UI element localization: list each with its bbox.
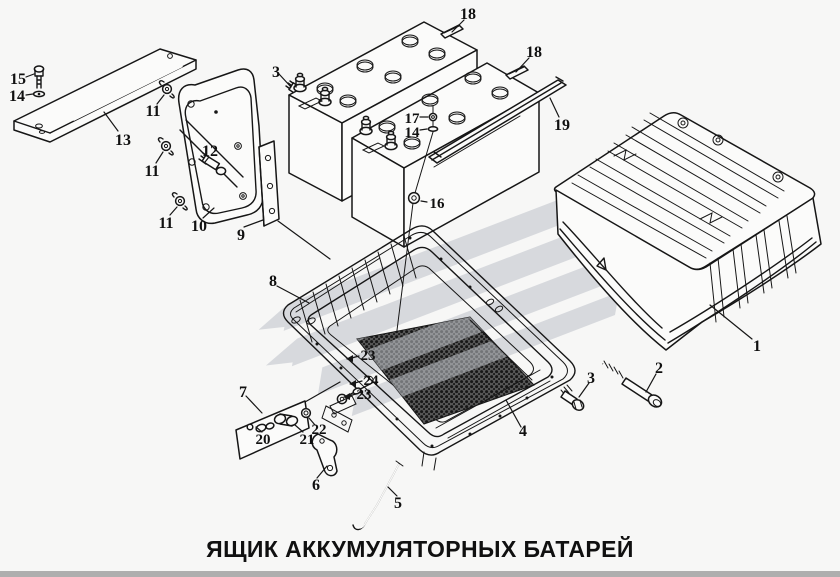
- callout-8: 8: [269, 273, 277, 290]
- callout-23b: 23: [357, 387, 372, 403]
- callout-11b: 11: [144, 163, 159, 180]
- callout-14b: 14: [405, 125, 421, 141]
- callout-21: 21: [300, 432, 315, 448]
- callout-4: 4: [519, 423, 527, 440]
- battery-caps: [378, 71, 509, 150]
- callout-7: 7: [239, 384, 247, 401]
- wing-nut-11-top: [158, 80, 175, 99]
- callout-18b: 18: [526, 44, 542, 61]
- tray-keeper-drawing: [321, 405, 437, 471]
- callout-13: 13: [115, 132, 131, 149]
- battery-18-front-drawing: [351, 62, 540, 248]
- callout-16: 16: [430, 196, 446, 212]
- cover-1-drawing: [553, 112, 822, 351]
- vent-strip-front: [505, 65, 529, 80]
- rod-5-drawing: [352, 460, 404, 531]
- hold-down-strap-13-drawing: [13, 48, 197, 143]
- callout-6: 6: [312, 477, 320, 494]
- bolt-2-drawing: [602, 360, 663, 408]
- bracket-10-assembly-drawing: [155, 68, 331, 260]
- diagram-title: ЯЩИК АККУМУЛЯТОРНЫХ БАТАРЕЙ: [206, 536, 634, 562]
- battery-terminals: [293, 72, 332, 110]
- callout-12: 12: [202, 143, 218, 160]
- callout-10: 10: [191, 218, 207, 235]
- callout-23a: 23: [361, 348, 376, 364]
- callout-20: 20: [256, 432, 271, 448]
- callout-19: 19: [554, 117, 570, 134]
- callout-3a: 3: [272, 64, 280, 81]
- callout-11c: 11: [158, 215, 173, 232]
- bolt-15-washer-14-drawing: [25, 65, 119, 132]
- callout-14: 14: [9, 88, 25, 105]
- callout-5: 5: [394, 495, 402, 512]
- callout-22: 22: [312, 422, 327, 438]
- callout-3b: 3: [587, 370, 595, 387]
- latch-plate-7-drawing: [235, 381, 341, 479]
- latch-leader-arrows: [343, 355, 363, 400]
- callout-11a: 11: [145, 103, 160, 120]
- bottom-edge-strip: [0, 571, 840, 577]
- callout-18a: 18: [460, 6, 476, 23]
- callout-2: 2: [655, 360, 663, 377]
- battery-terminals: [359, 115, 398, 154]
- clamp-bar-19-drawing: [428, 76, 567, 168]
- callout-9: 9: [237, 227, 245, 244]
- callout-17: 17: [405, 111, 421, 127]
- callout-24: 24: [364, 373, 380, 389]
- callout-labels: 15 14 13 11 11 11 12 10 9 3 18 18 19 17 …: [9, 6, 761, 512]
- callout-15: 15: [10, 71, 26, 88]
- wing-nut-11-middle: [157, 137, 174, 156]
- callout-1: 1: [753, 338, 761, 355]
- bolt-3-right-drawing: [560, 382, 590, 411]
- wing-nut-11-bottom: [171, 192, 188, 211]
